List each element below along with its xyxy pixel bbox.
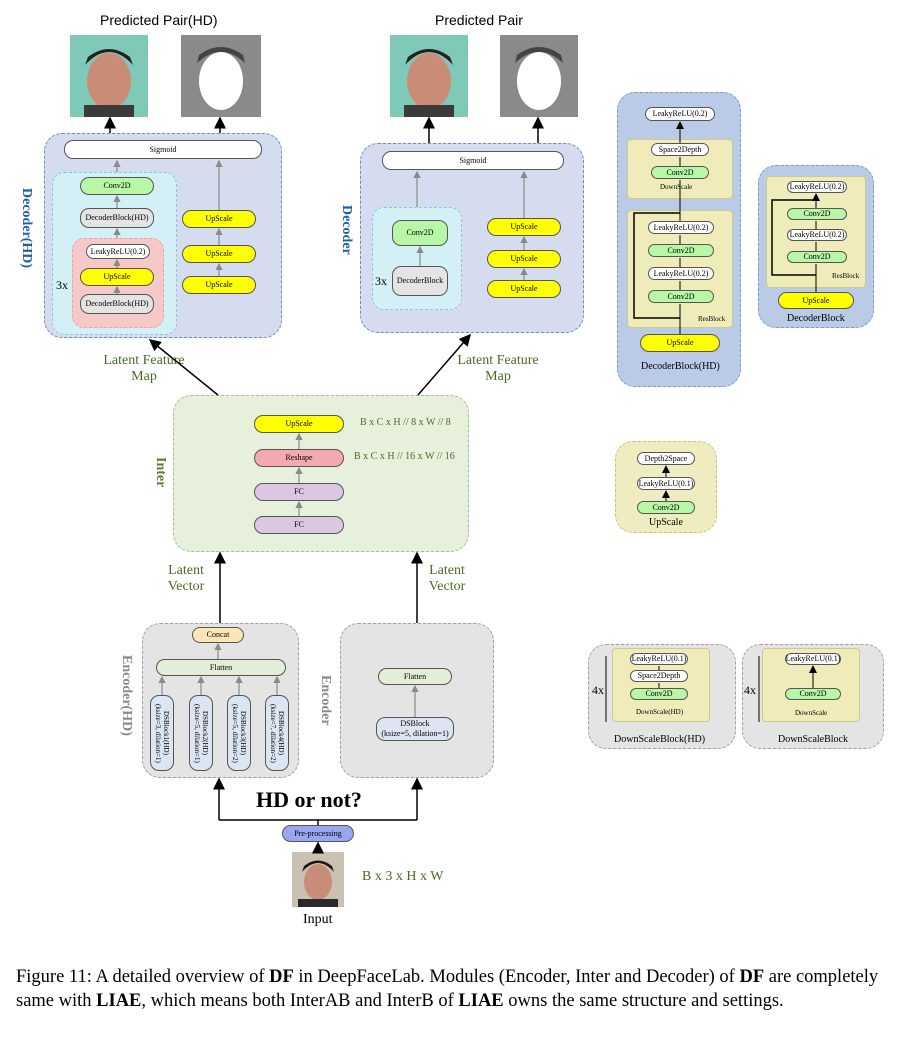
encoder-hd-title: Encoder(HD) [119, 655, 134, 736]
inter-title: Inter [153, 457, 168, 488]
predicted-mask-image [500, 35, 578, 117]
db-upscale: UpScale [778, 292, 854, 309]
decoder-hd-repeat-label: 3x [56, 278, 68, 292]
dsb-leaky: LeakyReLU(0.1) [785, 653, 841, 665]
upscale-conv: Conv2D [637, 501, 695, 514]
predicted-face-image [390, 35, 468, 117]
decoder-title: Decoder [339, 205, 354, 255]
decoder-hd-title: Decoder(HD) [19, 188, 34, 269]
inter-upscale-shape: B x C x H // 8 x W // 8 [360, 417, 451, 428]
dsbhd-leaky: LeakyReLU(0.1) [630, 653, 688, 665]
decoder-repeat-label: 3x [375, 274, 387, 288]
latent-vector-left-label: Latent Vector [167, 563, 205, 594]
input-shape-label: B x 3 x H x W [362, 869, 444, 884]
caption-bold-df-1: DF [269, 967, 294, 987]
decoder-conv: Conv2D [392, 220, 448, 246]
caption-part-2: in DeepFaceLab. Modules (Encoder, Inter … [293, 967, 740, 987]
hd-or-not-label: HD or not? [256, 787, 362, 812]
encoder-hd-dsblock-1: DSBlock1(HD) (ksize=3, dilation=1) [150, 695, 174, 771]
dbhd-leaky-top: LeakyReLU(0.2) [645, 107, 715, 121]
latent-feature-map-right-label: Latent Feature Map [457, 353, 539, 384]
latent-feature-map-left-label: Latent Feature Map [103, 353, 185, 384]
dbhd-leaky-1: LeakyReLU(0.2) [648, 221, 714, 234]
input-face-image [292, 852, 344, 907]
latent-vector-right-label: Latent Vector [428, 563, 466, 594]
dbhd-downscale-label: DownScale [660, 183, 693, 191]
predicted-pair-title: Predicted Pair [435, 12, 523, 28]
caption-bold-liae-1: LIAE [96, 990, 142, 1011]
decoder-sigmoid: Sigmoid [382, 151, 564, 170]
db-title: DecoderBlock [787, 313, 845, 324]
decoder-hd-decoder-block-inner: DecoderBlock(HD) [80, 294, 154, 314]
caption-bold-liae-2: LIAE [458, 990, 504, 1011]
caption-part-1: Figure 11: A detailed overview of [16, 967, 270, 987]
caption-part-4: , which means both InterAB and InterB of [141, 990, 459, 1011]
dbhd-resblock-label: ResBlock [698, 315, 726, 323]
inter-reshape: Reshape [254, 449, 344, 467]
upscale-depth2space: Depth2Space [637, 452, 695, 465]
dbhd-space2depth: Space2Depth [651, 143, 709, 156]
inter-upscale: UpScale [254, 415, 344, 433]
db-leaky-1: LeakyReLU(0.2) [787, 181, 847, 193]
decoder-hd-mask-upscale-2: UpScale [182, 245, 256, 263]
db-conv-1: Conv2D [787, 208, 847, 220]
encoder-dsblock: DSBlock (ksize=5, dilation=1) [376, 717, 454, 741]
dsbhd-title: DownScaleBlock(HD) [614, 734, 706, 745]
dsbhd-conv: Conv2D [630, 688, 688, 700]
decoder-mask-upscale-1: UpScale [487, 218, 561, 236]
upscale-leaky: LeakyReLU(0.1) [637, 477, 695, 490]
decoder-decoder-block: DecoderBlock [392, 266, 448, 296]
dbhd-title: DecoderBlock(HD) [641, 361, 720, 372]
caption-bold-df-2: DF [739, 967, 765, 987]
preprocessing-box: Pre-processing [282, 825, 354, 842]
encoder-hd-dsblock-4: DSBlock4(HD) (ksize=7, dilation=2) [265, 695, 289, 771]
encoder-hd-flatten: Flatten [156, 659, 286, 676]
inter-fc-2: FC [254, 516, 344, 534]
dbhd-upscale: UpScale [640, 334, 720, 352]
input-label: Input [303, 912, 333, 927]
decoder-hd-decoder-block: DecoderBlock(HD) [80, 208, 154, 228]
dsbhd-space2depth: Space2Depth [630, 670, 688, 682]
encoder-panel [340, 623, 494, 778]
dsb-downscale-group [762, 648, 860, 722]
predicted-face-hd-image [70, 35, 148, 117]
caption-part-5: owns the same structure and settings. [503, 990, 784, 1011]
db-resblock-label: ResBlock [832, 272, 860, 280]
inter-fc-1: FC [254, 483, 344, 501]
decoder-hd-upscale: UpScale [80, 268, 154, 286]
dbhd-conv-ds: Conv2D [651, 166, 709, 179]
encoder-flatten: Flatten [378, 668, 452, 685]
decoder-hd-mask-upscale-1: UpScale [182, 210, 256, 228]
caption-part-3: are completely same with [16, 967, 879, 1011]
decoder-mask-upscale-3: UpScale [487, 280, 561, 298]
decoder-hd-conv: Conv2D [80, 177, 154, 195]
encoder-hd-concat: Concat [192, 627, 244, 643]
figure-caption: Figure 11: A detailed overview of DF in … [16, 966, 886, 1013]
dsb-repeat-label: 4x [744, 683, 756, 697]
db-leaky-2: LeakyReLU(0.2) [787, 229, 847, 241]
decoder-hd-sigmoid: Sigmoid [64, 140, 262, 159]
dsb-downscale-label: DownScale [795, 709, 828, 717]
encoder-hd-dsblock-3: DSBlock3(HD) (ksize=5, dilation=2) [227, 695, 251, 771]
upscale-title: UpScale [649, 517, 683, 528]
dbhd-conv-1: Conv2D [648, 244, 714, 257]
decoder-hd-leaky: LeakyReLU(0.2) [86, 244, 150, 259]
decoder-mask-upscale-2: UpScale [487, 250, 561, 268]
dsbhd-repeat-label: 4x [592, 683, 604, 697]
encoder-title: Encoder [318, 675, 333, 726]
predicted-pair-hd-title: Predicted Pair(HD) [100, 12, 218, 28]
dsbhd-downscale-label: DownScale(HD) [636, 708, 684, 716]
decoder-hd-mask-upscale-3: UpScale [182, 276, 256, 294]
db-conv-2: Conv2D [787, 251, 847, 263]
dsb-title: DownScaleBlock [778, 734, 848, 745]
dbhd-leaky-2: LeakyReLU(0.2) [648, 267, 714, 280]
inter-reshape-shape: B x C x H // 16 x W // 16 [354, 451, 455, 462]
encoder-hd-dsblock-2: DSBlock2(HD) (ksize=5, dilation=1) [189, 695, 213, 771]
dsb-conv: Conv2D [785, 688, 841, 700]
predicted-mask-hd-image [181, 35, 261, 117]
dbhd-conv-2: Conv2D [648, 290, 714, 303]
